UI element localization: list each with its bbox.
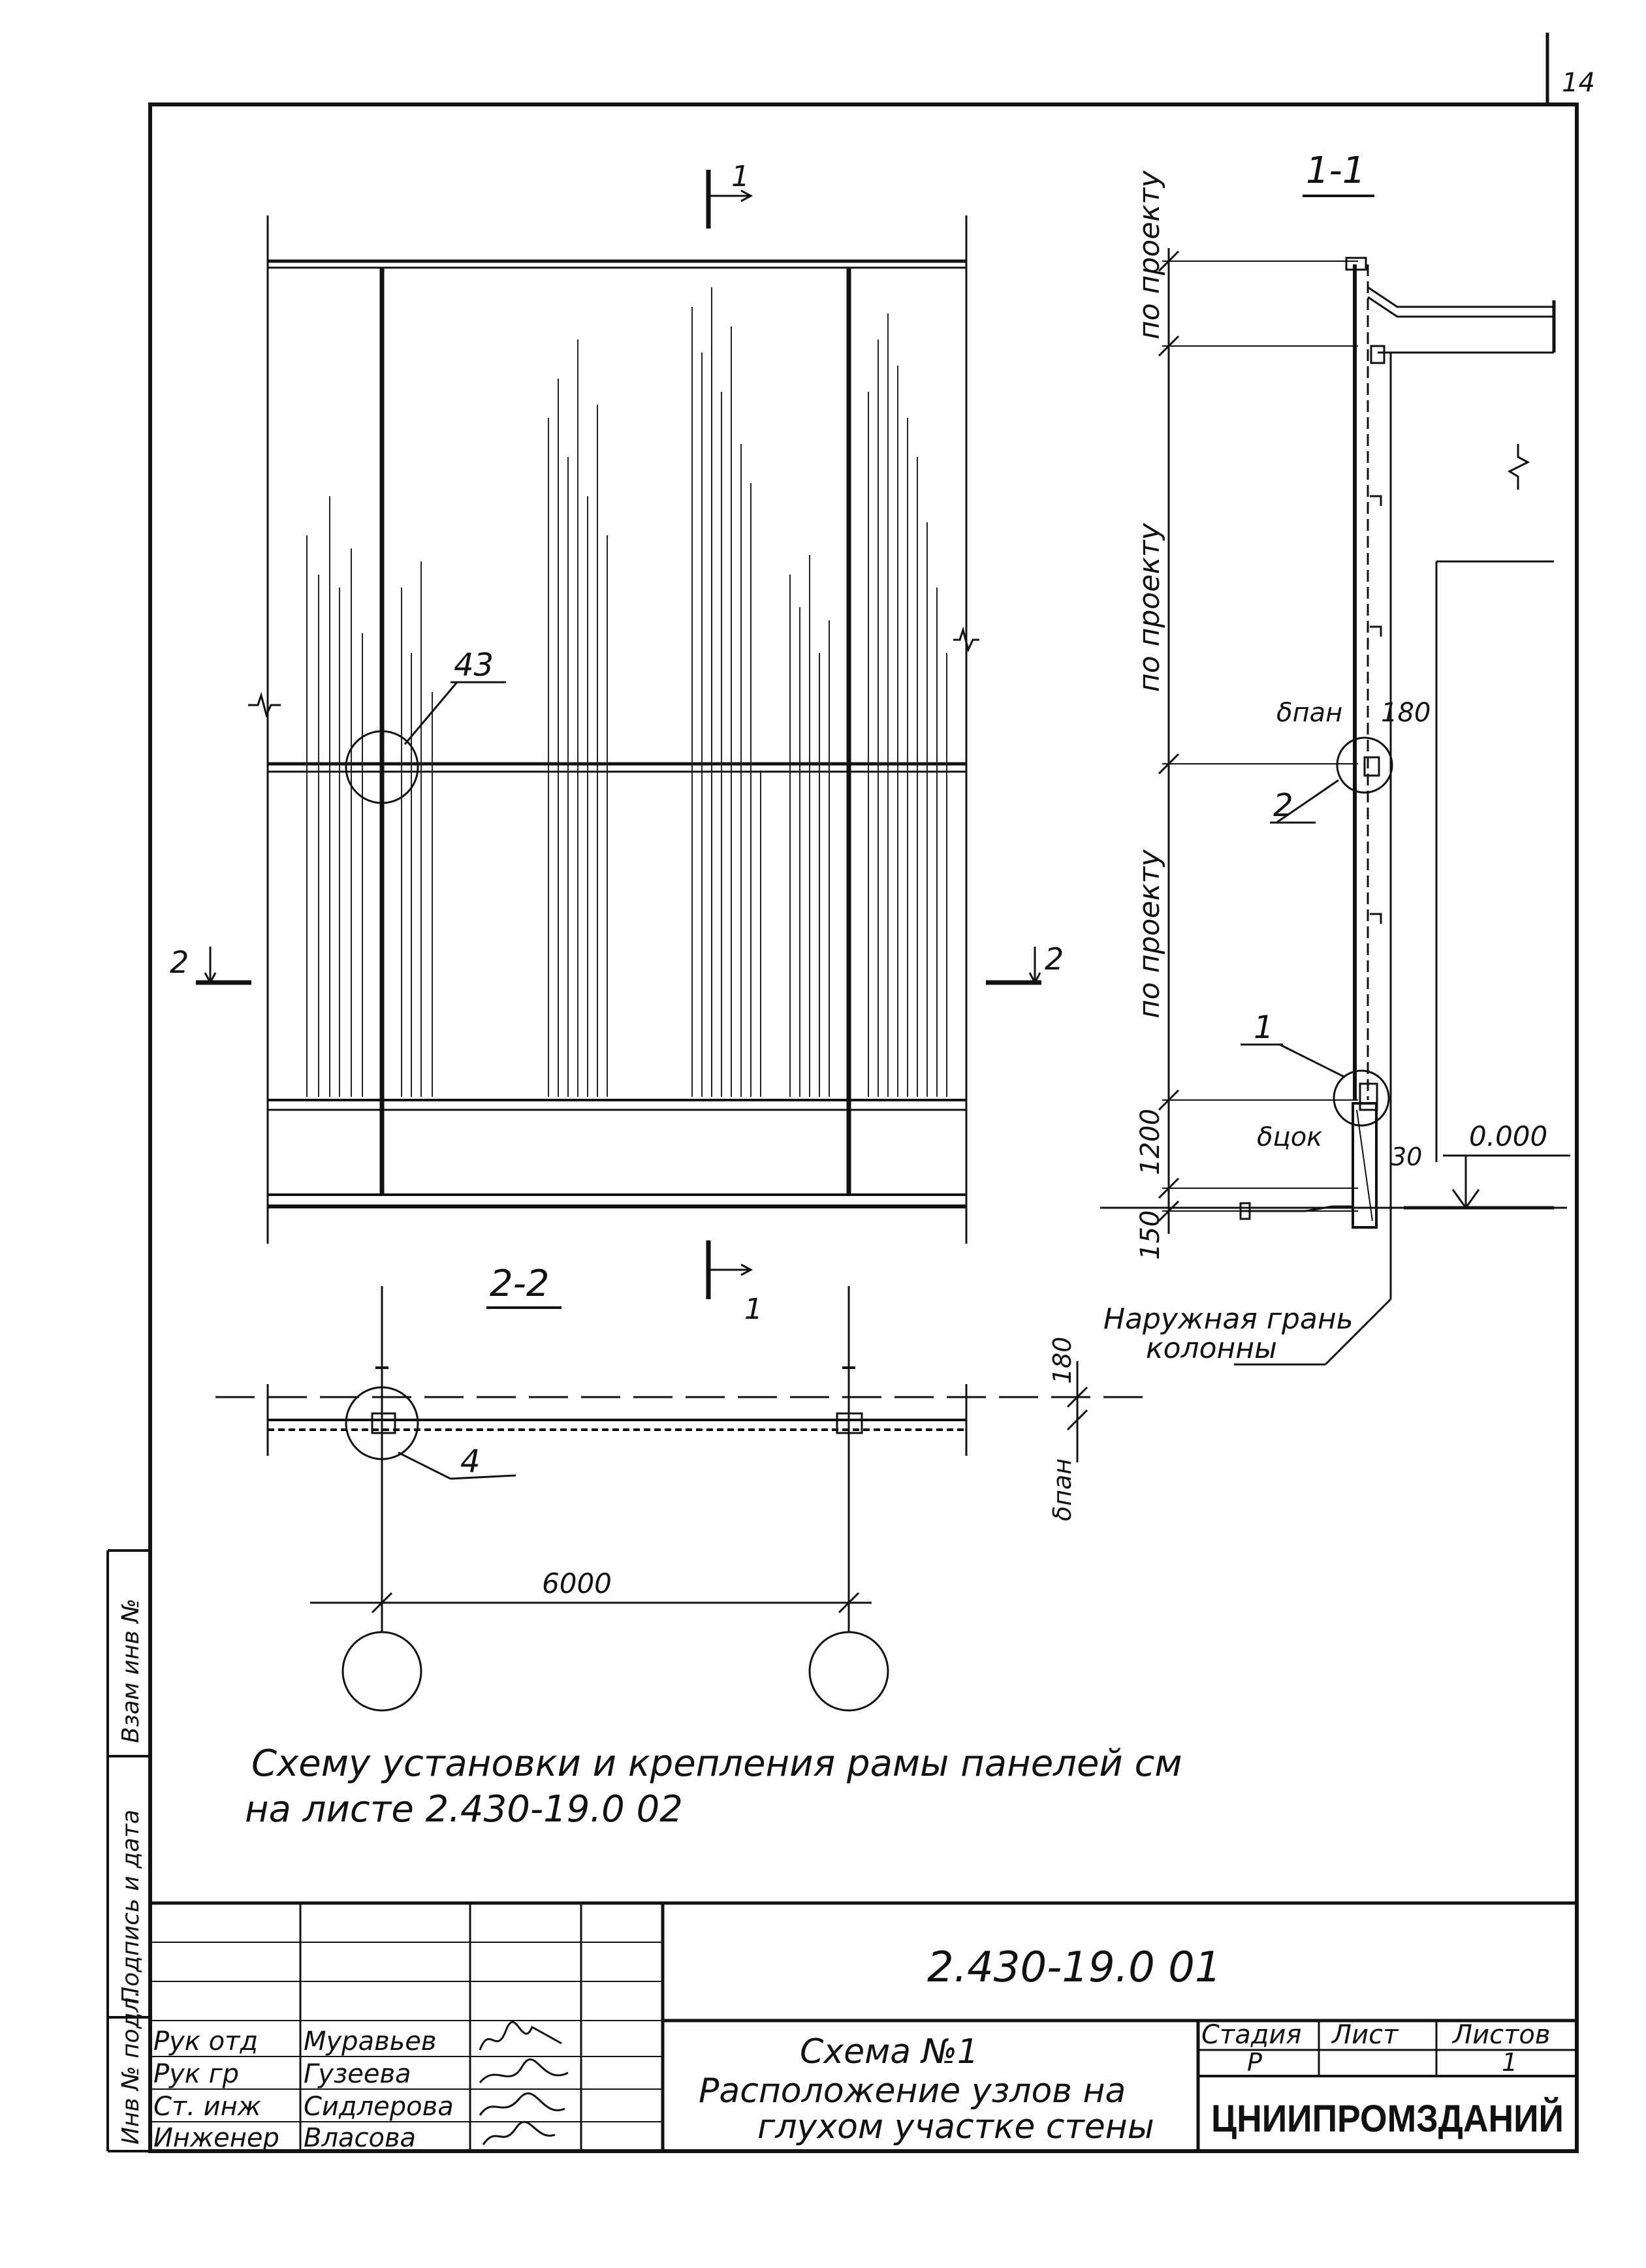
dim-delta-tsok: δцок [1257,1122,1322,1152]
side-stamp [106,1549,150,2152]
dim-po-proektu-3: по проекту [1133,849,1166,1018]
callout-2-label: 2 [1273,787,1293,824]
signatures [479,2021,569,2145]
section-2-2-drawing [215,1286,1149,1712]
signature-4 [482,2120,556,2145]
title-line-3: глухом участке стены [757,2107,1154,2147]
dim-1200: 1200 [1135,1109,1165,1175]
cut-1-top-label: 1 [731,160,750,193]
title-line-1: Схема №1 [800,2032,979,2071]
callout-43 [345,681,506,804]
personnel-role-4: Инженер [153,2123,279,2153]
sheet-number: 14 [1562,68,1595,98]
dim-30: 30 [1391,1142,1422,1171]
stamp-inv-podl: Инв № подл. [118,1990,144,2145]
personnel-name-2: Гузеева [304,2059,411,2089]
personnel-role-2: Рук гр [153,2059,239,2089]
callout-1-label: 1 [1254,1009,1274,1046]
dim-delta-pan-plan: δпан [1048,1458,1077,1521]
elevation-mark: 0.000 [1469,1120,1547,1152]
cut-mark-2 [196,947,1041,985]
stage-header: Стадия [1201,2020,1301,2050]
cut-mark-1 [706,170,753,1299]
facade-elevation [248,215,979,1244]
section-1-1-title: 1-1 [1306,150,1365,192]
callout-4-label: 4 [460,1443,481,1480]
cut-2-right-label: 2 [1045,941,1064,977]
signature-1 [479,2021,562,2051]
cut-2-left-label: 2 [170,945,189,980]
dim-po-proektu-2: по проекту [1133,522,1166,692]
personnel-name-3: Сидлерова [304,2092,454,2122]
dim-6000: 6000 [542,1567,612,1599]
column-face-label-2: колонны [1146,1332,1277,1365]
dim-180-plan: 180 [1048,1336,1077,1384]
personnel-role-1: Рук отд [153,2026,258,2056]
sheets-value: 1 [1502,2048,1517,2077]
callout-43-label: 43 [454,647,494,684]
doc-code: 2.430-19.0 01 [927,1944,1222,1992]
dim-po-proektu-1: по проекту [1133,170,1166,339]
title-line-2: Расположение узлов на [699,2071,1126,2111]
sheet-frame [148,33,1579,2153]
personnel-name-4: Власова [304,2123,416,2153]
note-line-1: Схему установки и крепления рамы панелей… [251,1742,1182,1785]
sheets-header: Листов [1451,2020,1550,2050]
signature-3 [479,2092,565,2116]
sheet-header: Лист [1331,2020,1399,2050]
stamp-vzam-inv: Взам инв № [118,1598,144,1743]
stamp-podpis-data: Подпись и дата [118,1810,144,2004]
personnel-name-1: Муравьев [304,2026,436,2056]
personnel-role-3: Ст. инж [153,2092,261,2122]
facade-hatching [306,287,947,1097]
dim-delta-pan-section: δпан [1276,698,1342,728]
dim-150: 150 [1135,1210,1165,1260]
title-block-grid [150,1901,1577,2151]
signature-2 [479,2058,569,2083]
stage-value: Р [1247,2048,1262,2077]
organization-name: ЦНИИПРОМЗДАНИЙ [1211,2098,1564,2140]
section-1-1-drawing [1100,248,1570,1366]
note-line-2: на листе 2.430-19.0 02 [245,1788,683,1831]
dim-180-section: 180 [1381,698,1431,728]
column-face-label-1: Наружная грань [1103,1302,1353,1336]
section-2-2-title: 2-2 [490,1263,549,1305]
cut-1-bottom-label: 1 [744,1293,763,1326]
